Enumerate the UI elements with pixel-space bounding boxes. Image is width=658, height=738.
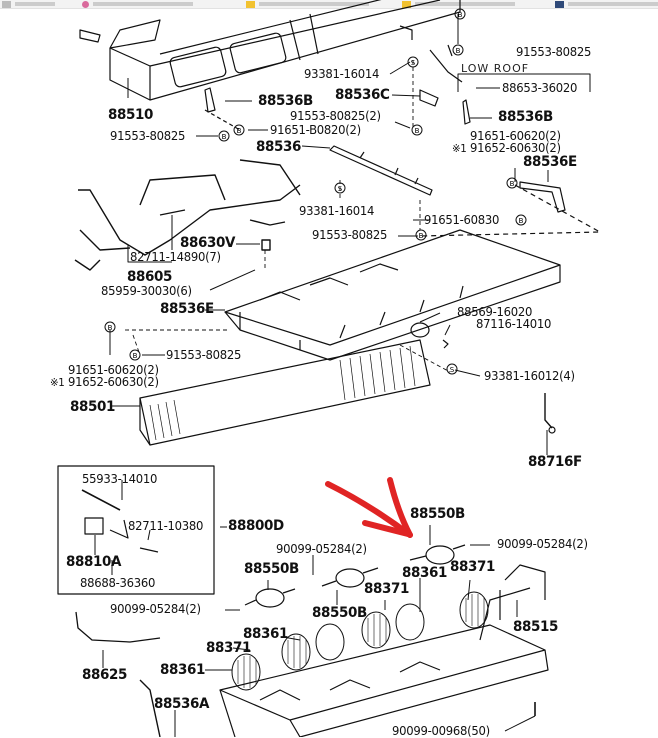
part-label: 88569-16020 (457, 304, 533, 319)
part-label: 93381-16014 (299, 203, 375, 218)
bolt-marker: B (222, 133, 227, 141)
bolt-marker: B (456, 47, 461, 55)
part-label: 88371 (206, 640, 252, 656)
bookmarks-bar (0, 0, 658, 9)
part-label: 88810A (66, 554, 122, 570)
part-label: 88371 (450, 559, 496, 575)
part-label: 88536B (498, 109, 553, 125)
bracket-88536B (204, 87, 216, 113)
upper-duct-88510 (79, 0, 461, 101)
part-label: 88550B (410, 506, 465, 522)
part-label: 88716F (528, 454, 582, 470)
part-label: 90099-05284(2) (110, 601, 201, 616)
part-label: 88510 (108, 107, 154, 123)
part-label: 88501 (70, 399, 116, 415)
part-label: 91651-B0820(2) (270, 122, 361, 137)
sensor-88515 (504, 564, 546, 600)
bolt-marker: B (419, 232, 424, 240)
bolt-marker: B (415, 127, 420, 135)
blower-motors (244, 544, 466, 608)
bookmark-item[interactable] (82, 0, 193, 8)
rail-88536 (329, 145, 433, 196)
bolt-marker: B (510, 180, 515, 188)
part-label: 88550B (244, 561, 299, 577)
part-label: 88630V (180, 235, 236, 251)
screw-marker: S (338, 185, 343, 193)
wire-88625 (75, 611, 161, 643)
screw-marker: S (450, 366, 455, 374)
part-label: 88550B (312, 605, 367, 621)
part-label: 88653-36020 (502, 80, 578, 95)
bolt-marker: B (458, 11, 463, 19)
part-label: 88361 (402, 565, 448, 581)
part-label: 88536E (160, 301, 214, 317)
part-label: 91651-60830 (424, 212, 500, 227)
part-label: 88605 (127, 269, 173, 285)
part-label: 90099-05284(2) (276, 541, 367, 556)
evaporator-88501 (139, 339, 431, 446)
part-label: 88515 (513, 619, 559, 635)
part-label: 91553-80825 (312, 227, 388, 242)
part-label: 91652-60630(2) (470, 140, 561, 155)
part-label: 87116-14010 (476, 316, 552, 331)
bolt-marker: B (519, 217, 524, 225)
ring-88569 (410, 322, 430, 338)
part-label: 93381-16014 (304, 66, 380, 81)
low-roof-label: LOW ROOF (461, 62, 530, 75)
part-label: 88800D (228, 518, 284, 534)
part-label: 90099-00968(50) (392, 723, 490, 738)
part-label: 88536A (154, 696, 210, 712)
bracket-88536B-low (462, 99, 471, 125)
part-label: 88625 (82, 667, 128, 683)
part-label: 91553-80825 (166, 347, 242, 362)
part-label: 91651-60620(2) (68, 362, 159, 377)
fastener-markers (104, 8, 527, 375)
part-label: 88536C (335, 87, 390, 103)
part-label: 90099-05284(2) (497, 536, 588, 551)
part-label: 88361 (243, 626, 289, 642)
bookmark-item[interactable] (2, 0, 55, 8)
bolt-marker: B (108, 324, 113, 332)
screw-marker: S (411, 59, 416, 67)
lower-case (219, 624, 549, 737)
part-label: 88536E (523, 154, 577, 170)
sub-assembly-box (57, 465, 215, 595)
bookmark-item[interactable] (402, 0, 515, 8)
harness-88605 (74, 159, 301, 271)
part-label: 91553-80825 (110, 128, 186, 143)
bracket-88536E-right (519, 181, 566, 213)
part-label: 88371 (364, 581, 410, 597)
part-label: 88536 (256, 139, 302, 155)
note-marker: ※1 (452, 142, 467, 155)
page-icon (2, 0, 11, 8)
bookmark-item[interactable] (555, 0, 658, 8)
part-label: 88361 (160, 662, 206, 678)
part-label: 91652-60630(2) (68, 374, 159, 389)
red-annotation-arrow (325, 477, 413, 538)
bookmark-item[interactable] (246, 0, 369, 8)
part-label: 85959-30030(6) (101, 283, 192, 298)
part-label: 82711-10380 (128, 518, 204, 533)
part-label: 55933-14010 (82, 471, 158, 486)
blue-bookmark-icon (555, 0, 564, 8)
note-marker: ※1 (50, 376, 65, 389)
folder-icon (402, 0, 411, 8)
pipe-88716F (544, 393, 553, 429)
folder-icon (246, 0, 255, 8)
bolt-marker: B (133, 352, 138, 360)
part-88810A (84, 517, 104, 535)
part-label: 91553-80825(2) (290, 108, 381, 123)
part-label: 91651-60620(2) (470, 128, 561, 143)
bolt-marker: B (237, 127, 242, 135)
part-label: 88688-36360 (80, 575, 156, 590)
part-label: 88536B (258, 93, 313, 109)
part-label: 91553-80825 (516, 44, 592, 59)
bracket-88536C (419, 89, 439, 107)
pink-logo-icon (82, 0, 89, 8)
bracket-88536A (139, 679, 161, 737)
part-label: 82711-14890(7) (130, 249, 221, 264)
part-label: 93381-16012(4) (484, 368, 575, 383)
cooler-housing (224, 229, 561, 361)
